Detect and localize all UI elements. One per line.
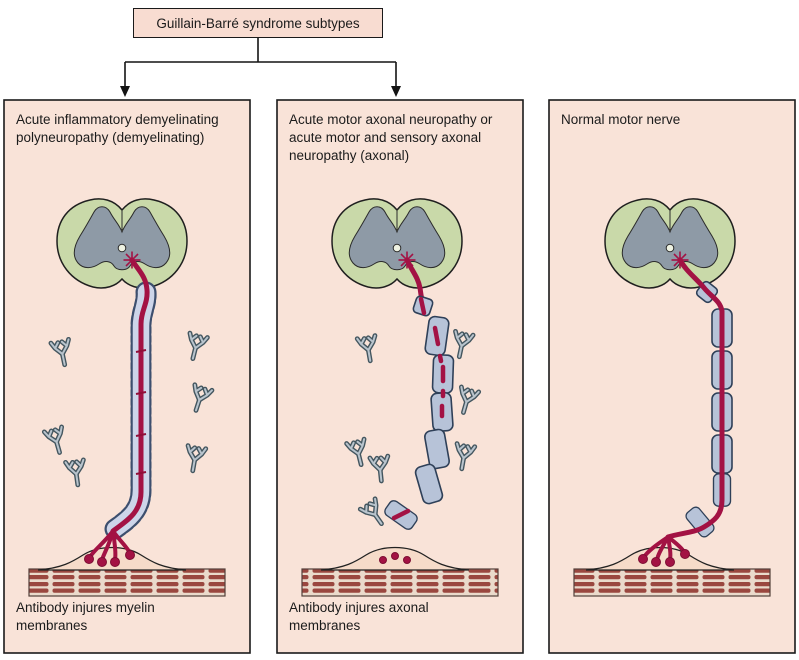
arrow-icon <box>120 86 130 97</box>
muscle-icon <box>301 568 499 597</box>
detached-axon-dash <box>391 508 411 521</box>
denervated-endplate-dots <box>379 552 411 564</box>
terminal-boutons <box>84 550 135 567</box>
spinal-cord-icon <box>56 198 188 289</box>
title-box: Guillain-Barré syndrome subtypes <box>133 8 383 38</box>
panel-title: Acute inflammatory demyelinating polyneu… <box>16 112 219 146</box>
spinal-cord-icon <box>604 198 736 289</box>
motor-axon <box>665 257 725 540</box>
panel-title: Acute motor axonal neuropathy or acute m… <box>289 112 493 164</box>
muscle-icon <box>573 568 771 597</box>
neuron-soma-icon <box>122 250 142 270</box>
connector-lines <box>124 38 397 87</box>
panel-title: Normal motor nerve <box>561 112 681 127</box>
terminal-boutons <box>638 549 690 567</box>
panel-caption: Antibody injures axonal membranes <box>289 600 429 634</box>
spinal-cord-icon <box>331 198 463 289</box>
panel-demyelinating-illustration <box>28 198 226 597</box>
muscle-icon <box>28 568 226 597</box>
neuron-soma-icon <box>670 250 690 270</box>
panel-axonal-illustration <box>301 198 499 597</box>
node-ticks <box>135 349 147 475</box>
panel-normal-illustration <box>573 198 771 597</box>
arrow-icon <box>391 86 401 97</box>
panel-caption: Antibody injures myelin membranes <box>16 600 155 634</box>
broken-axon-dashes <box>418 296 446 419</box>
neuron-soma-icon <box>397 250 417 270</box>
title-box-label: Guillain-Barré syndrome subtypes <box>156 15 360 31</box>
motor-axon <box>110 257 150 534</box>
